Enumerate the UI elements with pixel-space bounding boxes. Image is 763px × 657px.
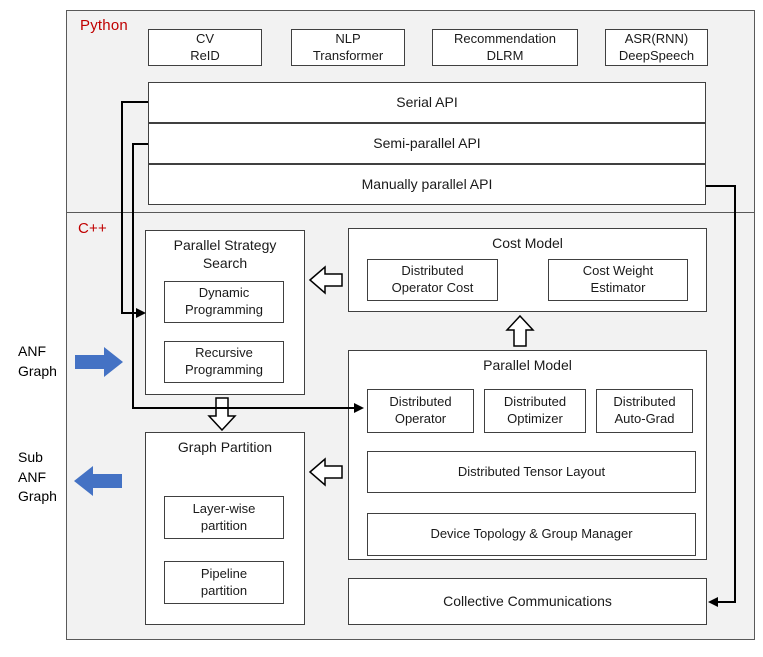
parallel-strategy-search-title: Parallel Strategy Search: [173, 237, 277, 271]
app-box-asr-deepspeech: ASR(RNN) DeepSpeech: [605, 29, 708, 66]
distributed-operator-cost-box: Distributed Operator Cost: [367, 259, 498, 301]
distributed-auto-grad-box: Distributed Auto-Grad: [596, 389, 693, 433]
dynamic-programming-box: Dynamic Programming: [164, 281, 284, 323]
cost-model-title: Cost Model: [492, 235, 563, 251]
cpp-section-label: C++: [78, 220, 107, 237]
collective-communications-box: Collective Communications: [348, 578, 707, 625]
app-box-cv-reid: CV ReID: [148, 29, 262, 66]
parallel-model-title: Parallel Model: [483, 357, 572, 373]
distributed-operator-box: Distributed Operator: [367, 389, 474, 433]
layer-wise-partition-box: Layer-wise partition: [164, 496, 284, 539]
graph-partition-box: Graph Partition Layer-wise partition Pip…: [145, 432, 305, 625]
recursive-programming-box: Recursive Programming: [164, 341, 284, 383]
parallel-strategy-search-box: Parallel Strategy Search Dynamic Program…: [145, 230, 305, 395]
cost-weight-estimator-box: Cost Weight Estimator: [548, 259, 688, 301]
distributed-optimizer-box: Distributed Optimizer: [484, 389, 586, 433]
distributed-tensor-layout-box: Distributed Tensor Layout: [367, 451, 696, 493]
parallel-model-box: Parallel Model Distributed Operator Dist…: [348, 350, 707, 560]
python-section-label: Python: [80, 17, 128, 34]
manually-parallel-api-box: Manually parallel API: [148, 164, 706, 205]
sub-anf-graph-label: Sub ANF Graph: [18, 449, 57, 505]
graph-partition-title: Graph Partition: [177, 439, 273, 455]
cost-model-box: Cost Model Distributed Operator Cost Cos…: [348, 228, 707, 312]
pipeline-partition-box: Pipeline partition: [164, 561, 284, 604]
device-topology-group-manager-box: Device Topology & Group Manager: [367, 513, 696, 556]
python-cpp-divider: [66, 212, 755, 213]
app-box-nlp-transformer: NLP Transformer: [291, 29, 405, 66]
semi-parallel-api-box: Semi-parallel API: [148, 123, 706, 164]
serial-api-box: Serial API: [148, 82, 706, 123]
app-box-recommendation-dlrm: Recommendation DLRM: [432, 29, 578, 66]
anf-graph-label: ANF Graph: [18, 343, 57, 379]
